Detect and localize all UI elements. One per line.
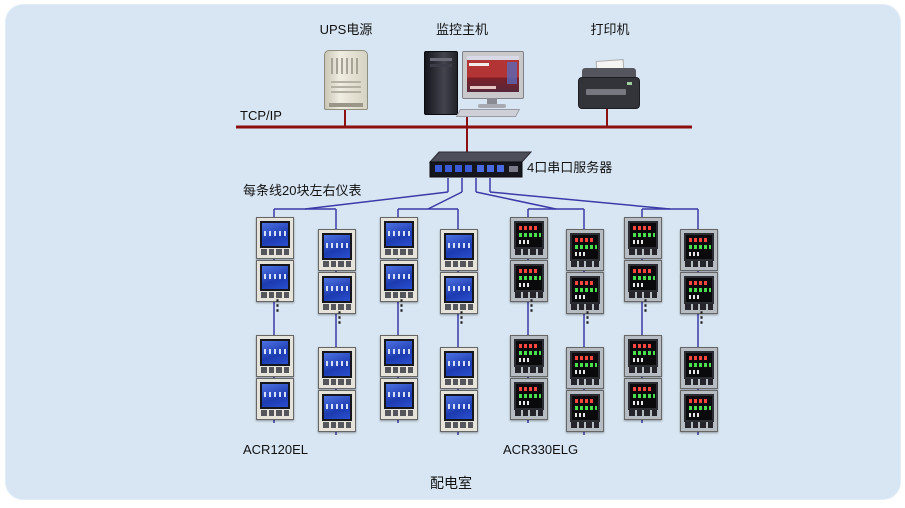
monitor-stand bbox=[487, 98, 497, 104]
ellipsis-dots: ⋮ bbox=[524, 297, 539, 314]
meter-acr330elg-icon bbox=[566, 272, 604, 314]
keyboard-icon bbox=[455, 109, 521, 117]
ellipsis-dots: ⋮ bbox=[580, 309, 595, 326]
meter-acr120el-icon bbox=[318, 347, 356, 389]
host-label: 监控主机 bbox=[435, 22, 488, 37]
meter-acr120el-icon bbox=[440, 229, 478, 271]
meter-acr330elg-icon bbox=[624, 260, 662, 302]
ups-label: UPS电源 bbox=[319, 22, 373, 37]
meter-acr120el-icon bbox=[440, 272, 478, 314]
wire bbox=[489, 191, 671, 210]
meter-acr120el-icon bbox=[256, 260, 294, 302]
ups-vents bbox=[331, 58, 361, 74]
meter-acr330elg-icon bbox=[566, 229, 604, 271]
meter-acr120el-icon bbox=[440, 390, 478, 432]
meter-acr120el-icon bbox=[380, 378, 418, 420]
ups-icon bbox=[324, 50, 368, 110]
meter-acr330elg-icon bbox=[624, 378, 662, 420]
meter-acr330elg-icon bbox=[680, 272, 718, 314]
serial-server-label: 4口串口服务器 bbox=[527, 160, 613, 175]
printer-led bbox=[627, 82, 632, 85]
ellipsis-dots: ⋮ bbox=[332, 309, 347, 326]
left-meter-model-label: ACR120EL bbox=[243, 442, 309, 457]
printer-tray bbox=[586, 89, 626, 95]
meter-acr330elg-icon bbox=[566, 347, 604, 389]
monitor-base bbox=[478, 104, 506, 108]
ellipsis-dots: ⋮ bbox=[394, 297, 409, 314]
per-line-note: 每条线20块左右仪表 bbox=[243, 183, 362, 198]
host-screen bbox=[467, 56, 519, 92]
host-icon bbox=[424, 49, 526, 117]
meter-acr120el-icon bbox=[318, 272, 356, 314]
meter-acr120el-icon bbox=[256, 335, 294, 377]
printer-icon bbox=[578, 59, 640, 109]
serial-server-icon bbox=[428, 151, 533, 178]
ellipsis-dots: ⋮ bbox=[454, 309, 469, 326]
meter-acr120el-icon bbox=[380, 217, 418, 259]
wire bbox=[427, 191, 463, 210]
right-meter-model-label: ACR330ELG bbox=[503, 442, 579, 457]
meter-acr120el-icon bbox=[256, 217, 294, 259]
printer-label: 打印机 bbox=[590, 22, 630, 37]
ups-slot bbox=[331, 79, 361, 93]
meter-acr330elg-icon bbox=[680, 229, 718, 271]
meter-acr330elg-icon bbox=[680, 390, 718, 432]
ellipsis-dots: ⋮ bbox=[694, 309, 709, 326]
meter-acr120el-icon bbox=[380, 260, 418, 302]
meter-acr330elg-icon bbox=[510, 260, 548, 302]
meter-acr330elg-icon bbox=[510, 217, 548, 259]
meter-acr330elg-icon bbox=[680, 347, 718, 389]
ellipsis-dots: ⋮ bbox=[270, 297, 285, 314]
meter-acr120el-icon bbox=[256, 378, 294, 420]
ellipsis-dots: ⋮ bbox=[638, 297, 653, 314]
ups-foot bbox=[329, 103, 363, 107]
meter-acr330elg-icon bbox=[624, 217, 662, 259]
host-tower-icon bbox=[424, 51, 458, 115]
meter-acr120el-icon bbox=[380, 335, 418, 377]
host-monitor-icon bbox=[462, 51, 524, 99]
meter-acr330elg-icon bbox=[624, 335, 662, 377]
room-label: 配电室 bbox=[430, 475, 472, 491]
wire bbox=[475, 191, 557, 210]
meter-acr330elg-icon bbox=[510, 378, 548, 420]
diagram-panel: UPS电源 监控主机 打印机 TCP/IP 4口串口服务器 每条线20块左右仪表… bbox=[5, 4, 901, 500]
meter-acr120el-icon bbox=[440, 347, 478, 389]
meter-acr120el-icon bbox=[318, 229, 356, 271]
meter-acr330elg-icon bbox=[566, 390, 604, 432]
tcpip-label: TCP/IP bbox=[240, 108, 282, 123]
meter-acr330elg-icon bbox=[510, 335, 548, 377]
meter-acr120el-icon bbox=[318, 390, 356, 432]
